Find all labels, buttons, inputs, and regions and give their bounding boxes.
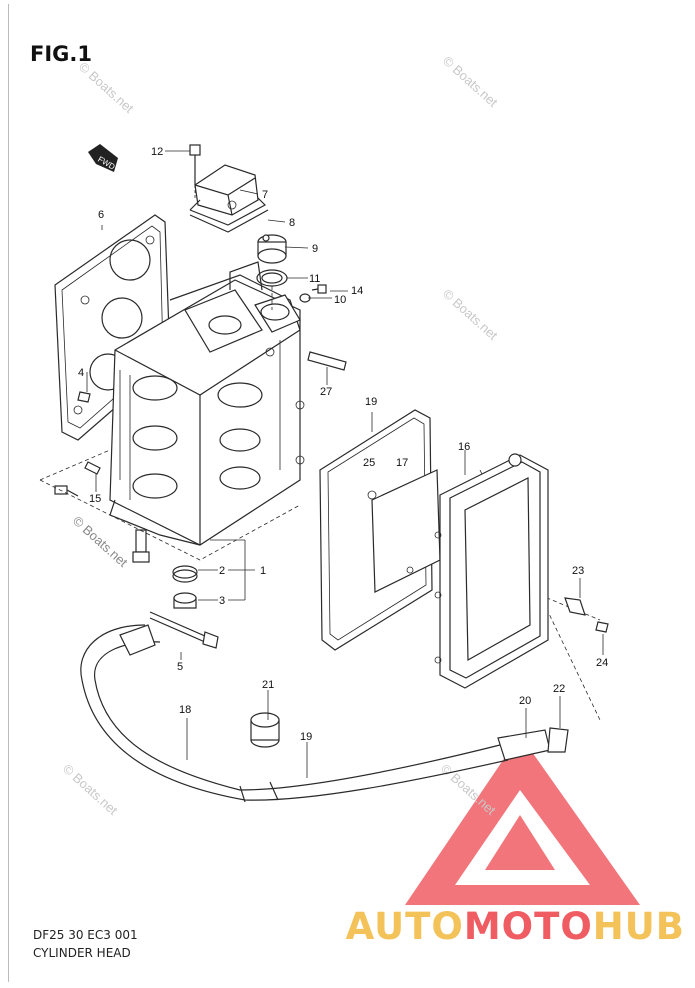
callout-label: 14 [351, 285, 363, 297]
callout-label: 7 [262, 189, 268, 201]
logo-triangle [405, 735, 640, 905]
callout-label: 19 [365, 396, 377, 408]
callout-label: 1 [260, 565, 266, 577]
watermark-text: © Boats.net [440, 53, 501, 110]
clamp-23 [564, 597, 609, 633]
forward-arrow-icon: FWD [88, 144, 118, 172]
callout-label: 11 [309, 273, 320, 285]
bolt-4 [77, 391, 91, 403]
dowel-pin-27 [307, 351, 347, 371]
callout-label: 6 [98, 209, 104, 221]
hose-20 [497, 727, 569, 761]
bolt-14 [299, 284, 327, 303]
callout-label: 22 [553, 683, 565, 695]
page-border [8, 4, 9, 982]
callout-labels: 12 7 8 9 11 14 10 27 6 4 15 2 3 1 5 19 2… [78, 146, 608, 743]
pin-15 [84, 461, 101, 475]
figure-name: CYLINDER HEAD [33, 946, 131, 960]
spark-plug [132, 529, 150, 563]
watermark-text: © Boats.net [76, 59, 137, 116]
callout-label: 18 [179, 704, 191, 716]
callout-label: 2 [219, 565, 225, 577]
watermark-text: © Boats.net [60, 761, 121, 818]
assembly-dashed-lines [39, 449, 601, 721]
bolt-12 [189, 144, 201, 200]
bolt-5 [149, 611, 219, 649]
callout-label: 19 [300, 731, 312, 743]
callout-label: 25 [363, 457, 375, 469]
automotohub-logo: AUTOMOTOHUB [345, 905, 685, 948]
water-hose [80, 624, 509, 803]
cylinder-head-block [109, 261, 305, 546]
watermark-text: © Boats.net [440, 286, 501, 343]
callout-label: 9 [312, 243, 318, 255]
sleeve-21 [250, 712, 280, 748]
callout-label: 3 [219, 595, 225, 607]
callout-label: 10 [334, 294, 346, 306]
callout-label: 27 [320, 386, 332, 398]
callout-label: 20 [519, 695, 531, 707]
callout-label: 15 [89, 493, 101, 505]
bolt-left [54, 485, 79, 497]
callout-label: 23 [572, 565, 584, 577]
callout-label: 4 [78, 367, 84, 379]
leader-lines [86, 150, 604, 778]
cylinder-head-cover [434, 453, 549, 689]
callout-label: 16 [458, 441, 470, 453]
seals [172, 565, 198, 609]
cover-gasket [319, 409, 433, 651]
figure-title: FIG.1 [30, 42, 92, 66]
cover-plate [367, 469, 441, 593]
callout-label: 21 [262, 679, 274, 691]
watermark-text: © Boats.net [70, 513, 131, 570]
thermostat-cover [189, 164, 269, 233]
callout-label: 24 [596, 657, 608, 669]
figure-code: DF25 30 EC3 001 [33, 928, 138, 942]
callout-label: 8 [289, 217, 295, 229]
callout-label: 17 [396, 457, 408, 469]
callout-label: 5 [177, 661, 183, 673]
callout-label: 12 [151, 146, 163, 158]
